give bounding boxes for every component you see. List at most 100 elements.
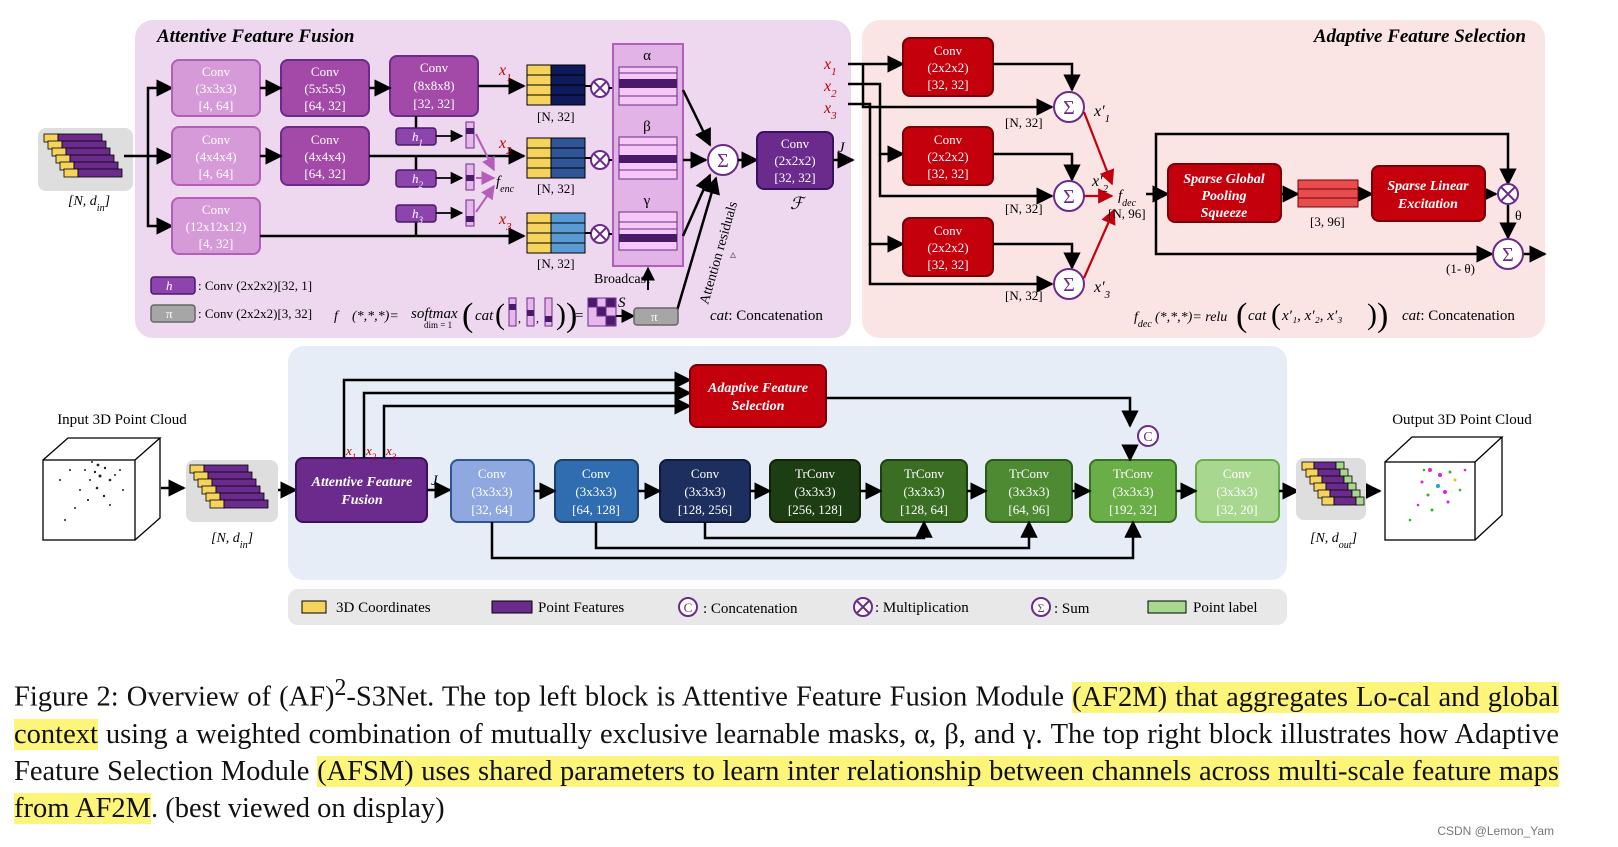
svg-text:Conv: Conv <box>202 64 231 79</box>
xp3-label: x′3 <box>1093 279 1111 301</box>
af2m-conv-6: Conv (12x12x12) [4, 32] <box>171 197 261 255</box>
pipeline-block-3: Conv (3x3x3) [128, 256] <box>659 459 751 523</box>
svg-text:(2x2x2): (2x2x2) <box>927 240 968 255</box>
output-cloud-label: Output 3D Point Cloud <box>1392 412 1532 428</box>
fenc-label: fenc <box>496 174 515 195</box>
afsm-conv-3: Conv (2x2x2) [32, 32] <box>902 217 994 277</box>
svg-text:[32, 32]: [32, 32] <box>413 96 454 111</box>
svg-text:f: f <box>334 309 340 324</box>
svg-text:Conv: Conv <box>311 64 340 79</box>
afsm-size-1: [N, 32] <box>1005 115 1043 130</box>
pipeline-arrows <box>490 444 1382 560</box>
svg-text:(3x3x3): (3x3x3) <box>903 484 944 499</box>
svg-text:Adaptive Feature: Adaptive Feature <box>707 381 808 396</box>
svg-text:[4, 32]: [4, 32] <box>199 236 234 251</box>
squeeze-vector <box>1297 179 1359 208</box>
svg-text:h2: h2 <box>412 171 424 190</box>
svg-text:Squeeze: Squeeze <box>1201 206 1248 221</box>
svg-text:(3x3x3): (3x3x3) <box>684 484 725 499</box>
afsm-x1: x1 <box>823 56 837 78</box>
pipeline-x1: x1 <box>345 443 356 462</box>
svg-text:cat: cat <box>1248 308 1267 324</box>
input-size-label: [N, din] <box>68 194 110 214</box>
feature-map-x3 <box>526 212 586 254</box>
af2m-conv-arrows <box>260 77 526 245</box>
svg-text:(4x4x4): (4x4x4) <box>195 149 236 164</box>
input-feature-stack <box>43 133 123 178</box>
svg-text:(: ( <box>462 297 473 334</box>
svg-text:=: = <box>575 308 583 324</box>
gamma-label: γ <box>643 193 651 209</box>
x3-size: [N, 32] <box>537 256 575 271</box>
af2m-legend: h : Conv (2x2x2)[32, 1] π : Conv (2x2x2)… <box>150 276 312 323</box>
pipeline-block-8: Conv (3x3x3) [32, 20] <box>1195 459 1280 523</box>
svg-text:Conv: Conv <box>781 136 810 151</box>
pipeline-block-6: TrConv (3x3x3) [64, 96] <box>985 459 1073 523</box>
svg-text:Σ: Σ <box>717 150 729 172</box>
svg-text:(3x3x3): (3x3x3) <box>575 484 616 499</box>
feature-map-x2 <box>526 137 586 179</box>
afsm-conv-to-sum <box>993 62 1081 270</box>
pipeline-block-5: TrConv (3x3x3) [128, 64] <box>880 459 968 523</box>
svg-text:(3x3x3): (3x3x3) <box>1008 484 1049 499</box>
svg-text:Sparse Linear: Sparse Linear <box>1387 179 1469 194</box>
output-point-cloud <box>1384 436 1504 541</box>
svg-text:Σ: Σ <box>1063 186 1075 208</box>
svg-text:TrConv: TrConv <box>1009 466 1049 481</box>
svg-text:π: π <box>651 309 658 324</box>
x3-label: x3 <box>498 211 512 233</box>
afsm-size-2: [N, 32] <box>1005 201 1043 216</box>
svg-text:[128, 64]: [128, 64] <box>900 502 948 517</box>
x1-label: x1 <box>498 62 512 84</box>
pipeline-concat-icon: C <box>1137 425 1159 447</box>
svg-text:[64, 128]: [64, 128] <box>572 502 620 517</box>
sparse-global-pooling: Sparse Global Pooling Squeeze <box>1167 163 1282 223</box>
svg-text:Conv: Conv <box>420 60 449 75</box>
svg-text:Conv: Conv <box>202 132 231 147</box>
svg-text:Conv: Conv <box>202 202 231 217</box>
svg-text:Sparse Global: Sparse Global <box>1183 172 1264 187</box>
svg-text:Pooling: Pooling <box>1201 189 1246 204</box>
svg-text:dim = 1: dim = 1 <box>424 320 452 330</box>
pipeline-out-size: [N, dout] <box>1310 531 1357 551</box>
svg-text:Conv: Conv <box>1223 466 1252 481</box>
af2m-conv-1: Conv (3x3x3) [4, 64] <box>171 59 261 117</box>
svg-text:h: h <box>166 278 173 293</box>
gamma-mask <box>618 211 678 251</box>
h2-block: h2 <box>395 169 437 190</box>
pipeline-block-4: TrConv (3x3x3) [256, 128] <box>769 459 861 523</box>
fenc-formula: f (*,*,*)= softmax dim = 1 cat ( ( ,, ) … <box>334 295 679 334</box>
svg-text:[128, 256]: [128, 256] <box>678 502 732 517</box>
af2m-conv-5: Conv (4x4x4) [64, 32] <box>280 126 370 186</box>
svg-text:fdec: fdec <box>1134 310 1152 330</box>
pipeline-in-size: [N, din] <box>211 531 253 551</box>
svg-text:h1: h1 <box>412 129 423 148</box>
xp1-label: x′1 <box>1093 103 1110 125</box>
svg-text:(2x2x2): (2x2x2) <box>927 60 968 75</box>
svg-text:[32, 32]: [32, 32] <box>927 166 968 181</box>
svg-text:x′₁, x′₂, x′₃: x′₁, x′₂, x′₃ <box>1281 308 1342 324</box>
alpha-label: α <box>643 48 651 64</box>
af2m-input-arrows <box>124 79 174 235</box>
svg-text:C: C <box>1143 430 1152 445</box>
n96-label: [N, 96] <box>1108 206 1146 221</box>
af2m-conv-3: Conv (8x8x8) [32, 32] <box>389 55 479 117</box>
legend-sum: Σ : Sum <box>1031 597 1090 617</box>
svg-text:softmax: softmax <box>411 306 458 322</box>
one-minus-theta: (1- θ) <box>1446 261 1475 276</box>
svg-text:: Multiplication: : Multiplication <box>875 600 969 616</box>
h-to-mask-arrows <box>436 129 464 220</box>
svg-text:Selection: Selection <box>732 399 785 414</box>
svg-text:[32, 32]: [32, 32] <box>927 77 968 92</box>
feature-map-x1 <box>526 64 586 106</box>
svg-text:: Sum: : Sum <box>1054 601 1090 617</box>
pipeline-x2: x2 <box>365 443 377 462</box>
svg-text:Point label: Point label <box>1193 600 1258 616</box>
afsm-conv-2: Conv (2x2x2) [32, 32] <box>902 126 994 186</box>
svg-text:[32, 32]: [32, 32] <box>927 257 968 272</box>
svg-text:Conv: Conv <box>582 466 611 481</box>
xp2-label: x′2 <box>1091 173 1109 195</box>
h3-block: h3 <box>395 204 437 225</box>
af2m-title: Attentive Feature Fusion <box>156 26 354 47</box>
size-396: [3, 96] <box>1310 214 1345 229</box>
